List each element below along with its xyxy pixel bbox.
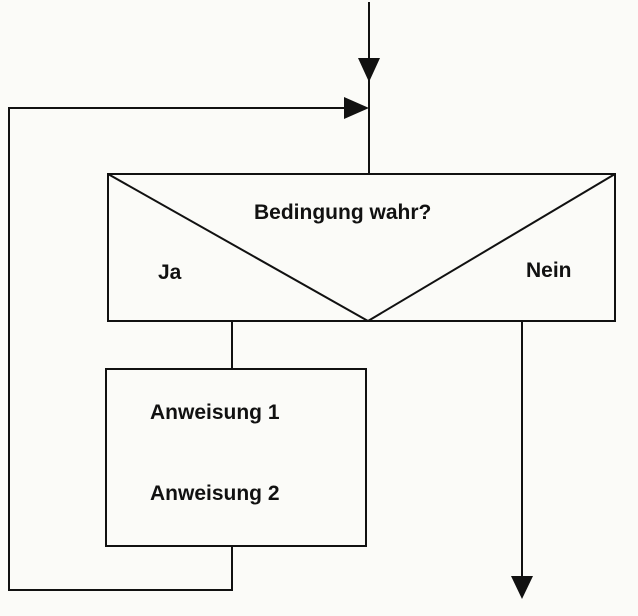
loop-back-arrowhead [344,97,369,119]
condition-diagonal-left [107,173,369,322]
statement-2-label: Anweisung 2 [150,482,280,505]
no-label: Nein [526,259,572,282]
condition-label: Bedingung wahr? [254,201,432,224]
loop-back-path [8,107,350,591]
statements-box [105,368,367,547]
exit-arrowhead [511,576,533,599]
condition-box [107,173,616,322]
yes-label: Ja [158,261,182,284]
statement-1-label: Anweisung 1 [150,401,280,424]
entry-arrowhead [358,58,380,82]
condition-diagonal-right [367,173,616,322]
